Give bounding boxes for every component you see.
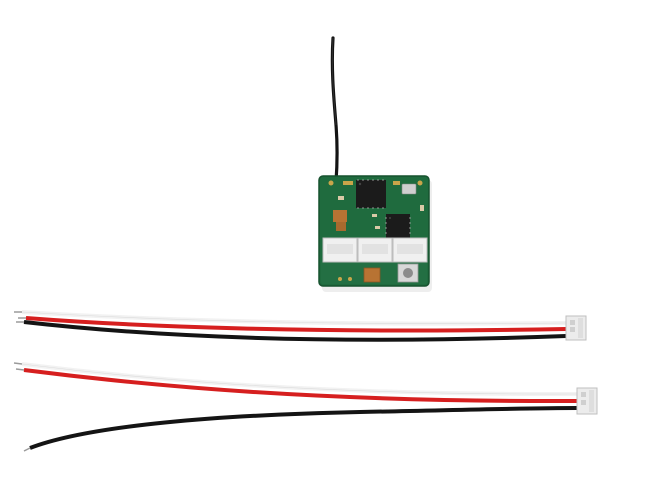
lead-bottom-tips bbox=[13, 362, 31, 452]
lead-top-tips bbox=[14, 311, 26, 323]
bind-button bbox=[397, 263, 419, 283]
crystal bbox=[401, 183, 417, 195]
board-connectors bbox=[322, 237, 428, 263]
antenna-wire bbox=[330, 36, 339, 184]
servo-lead-top bbox=[14, 310, 587, 342]
lead-top-connector bbox=[565, 315, 587, 341]
receiver-board bbox=[318, 175, 432, 292]
lead-bottom-connector bbox=[576, 387, 598, 415]
mcu-chip bbox=[356, 179, 386, 209]
capacitors bbox=[333, 196, 424, 283]
radio-chip bbox=[385, 214, 411, 238]
servo-lead-bottom bbox=[13, 362, 598, 452]
